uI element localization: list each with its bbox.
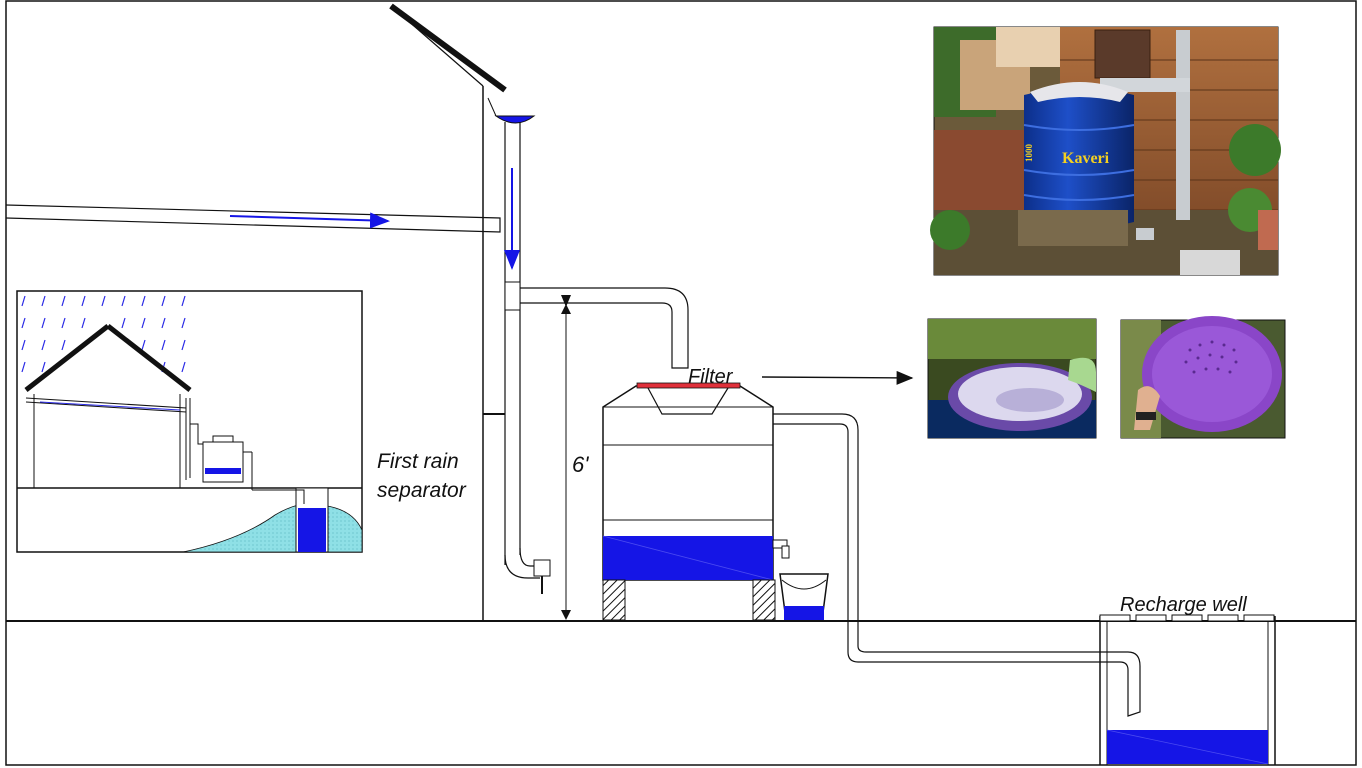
height-label: 6' <box>572 452 589 477</box>
filter-inlet-pipe <box>520 287 689 369</box>
recharge-well <box>1099 614 1276 765</box>
arrow-right-icon <box>761 370 914 385</box>
roof-drain-pipe <box>5 204 501 233</box>
flow-arrow-icon <box>229 212 390 229</box>
filter-bowl-photo <box>1120 316 1286 439</box>
house-wall <box>389 3 507 621</box>
storage-tank <box>602 382 790 621</box>
separator-label: separator <box>377 479 467 502</box>
filter-rim <box>636 382 741 389</box>
downpipe <box>483 122 551 594</box>
inset-tank <box>202 441 244 483</box>
inset-roof-right <box>106 324 192 392</box>
roof-gutter <box>494 115 536 124</box>
inset-roof-left <box>24 324 110 392</box>
first-rain-label: First rain <box>377 450 459 473</box>
recharge-well-label: Recharge well <box>1120 594 1247 616</box>
inset-recharge-well <box>298 508 326 552</box>
overview-inset <box>16 290 363 553</box>
photo-downpipe <box>1176 30 1190 220</box>
tank-number-text: 1000 <box>1024 144 1034 163</box>
overflow-pipe <box>773 413 1141 717</box>
photo-tank <box>1024 87 1134 229</box>
tank-brand-text: Kaveri <box>1062 150 1110 167</box>
filter-cloth-photo <box>927 318 1097 439</box>
frame-border <box>5 0 1357 766</box>
filter-label: Filter <box>688 366 734 388</box>
tank-photo: Kaveri 1000 <box>930 26 1281 276</box>
filter-basket <box>647 387 729 415</box>
rain-drops-icon <box>21 295 186 373</box>
tank-tap <box>772 539 788 549</box>
bucket <box>779 573 829 621</box>
roof-slab <box>389 3 507 93</box>
